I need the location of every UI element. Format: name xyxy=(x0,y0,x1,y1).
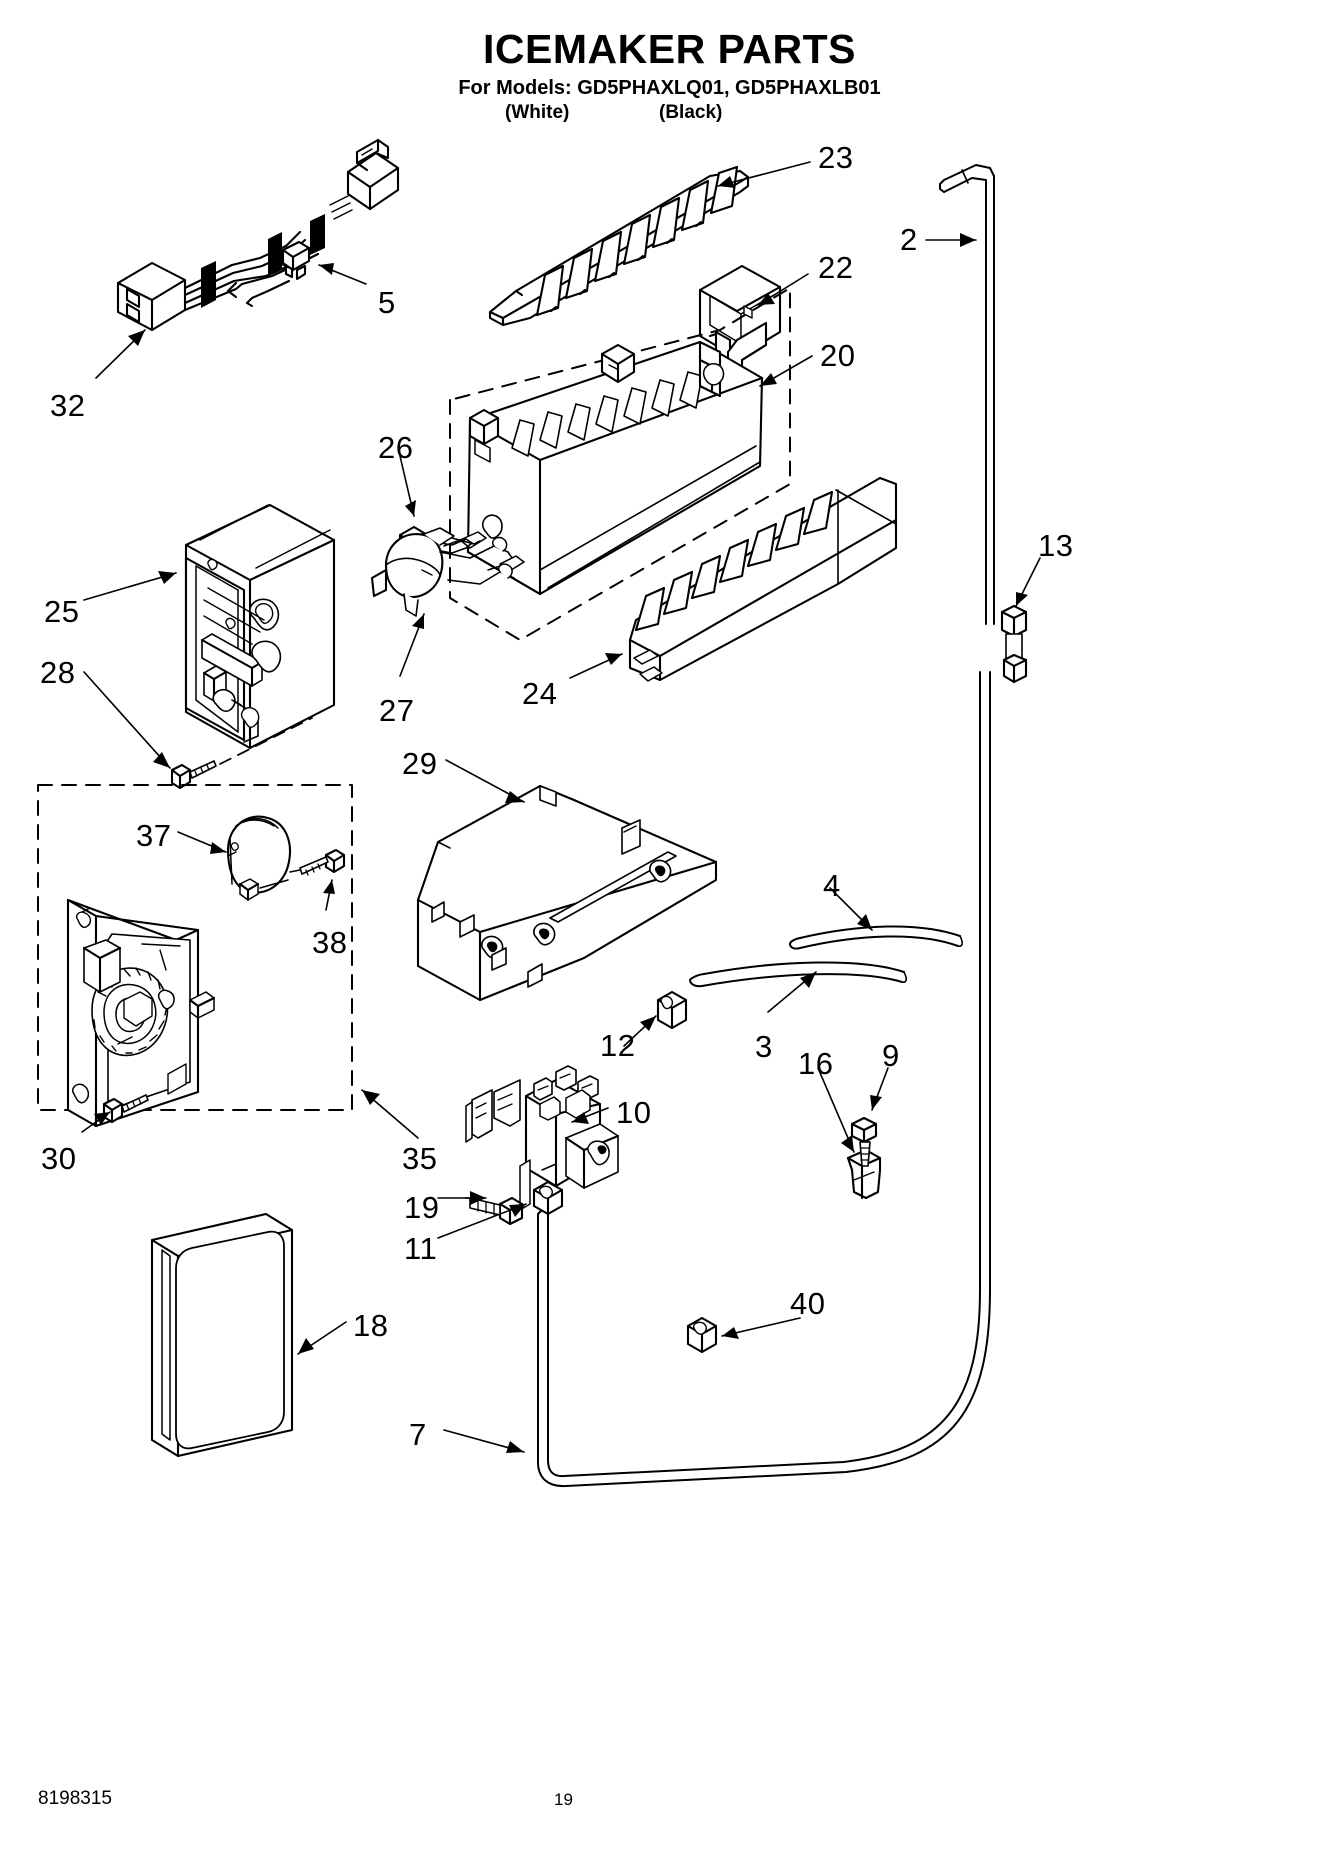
callout-38: 38 xyxy=(312,925,348,960)
page-number: 19 xyxy=(554,1790,573,1809)
part-ice-bin-18 xyxy=(150,1212,347,1458)
callout-27: 27 xyxy=(379,693,415,728)
part-hex-nut-40 xyxy=(686,1316,801,1354)
callout-3: 3 xyxy=(755,1029,773,1064)
part-coupling-13 xyxy=(1000,557,1041,684)
part-ejector-blade-23 xyxy=(488,161,811,327)
part-motor-shaft-27 xyxy=(370,527,515,677)
callout-28: 28 xyxy=(40,655,76,690)
finish-row: (White) (Black) xyxy=(0,102,1339,128)
models-label: For Models: GD5PHAXLQ01, GD5PHAXLB01 xyxy=(458,77,881,100)
callout-10: 10 xyxy=(616,1095,652,1130)
part-wire-clip-5 xyxy=(276,240,367,285)
callout-16: 16 xyxy=(798,1046,834,1081)
part-screw-38 xyxy=(289,848,346,911)
callout-23: 23 xyxy=(818,140,854,175)
callout-7: 7 xyxy=(409,1417,427,1452)
document-code: 8198315 xyxy=(38,1788,112,1809)
callout-13: 13 xyxy=(1038,528,1074,563)
callout-29: 29 xyxy=(402,746,438,781)
part-module-gear-side xyxy=(66,898,216,1133)
callout-4: 4 xyxy=(823,868,841,903)
callout-26: 26 xyxy=(378,430,414,465)
callout-35: 35 xyxy=(402,1141,438,1176)
part-fill-tube-2 xyxy=(925,164,995,625)
callout-24: 24 xyxy=(522,676,558,711)
part-mounting-plate-29 xyxy=(416,759,718,1002)
callout-11: 11 xyxy=(404,1231,438,1266)
part-compression-nut-12 xyxy=(623,990,688,1047)
part-water-valve-10 xyxy=(465,1065,620,1211)
part-tubing-4 xyxy=(789,887,963,950)
callout-40: 40 xyxy=(790,1286,826,1321)
part-module-housing-25 xyxy=(83,503,336,750)
part-nut-11 xyxy=(437,1180,564,1239)
group-box-35 xyxy=(37,784,419,1139)
callout-32: 32 xyxy=(50,388,86,423)
finish-white-label: (White) xyxy=(505,102,570,124)
part-screw-28 xyxy=(83,671,313,790)
diagram-header: ICEMAKER PARTS For Models: GD5PHAXLQ01, … xyxy=(0,26,1339,128)
part-screw-9 xyxy=(850,1067,889,1167)
callout-37: 37 xyxy=(136,818,172,853)
callout-25: 25 xyxy=(44,594,80,629)
callout-22: 22 xyxy=(818,250,854,285)
callout-12: 12 xyxy=(600,1028,636,1063)
part-stripper-24 xyxy=(569,476,898,682)
callout-2: 2 xyxy=(900,222,918,257)
callout-30: 30 xyxy=(41,1141,77,1176)
part-wiring-harness-32 xyxy=(95,138,400,379)
part-fitting-screw-19 xyxy=(437,1191,524,1226)
finish-black-label: (Black) xyxy=(659,102,723,124)
callout-19: 19 xyxy=(404,1190,440,1225)
callout-18: 18 xyxy=(353,1308,389,1343)
callout-5: 5 xyxy=(378,285,396,320)
part-fill-cup-22 xyxy=(698,264,809,380)
part-motor-37 xyxy=(177,815,291,902)
part-tubing-3 xyxy=(689,961,907,1013)
callout-20: 20 xyxy=(820,338,856,373)
page-title: ICEMAKER PARTS xyxy=(483,26,856,72)
callout-9: 9 xyxy=(882,1038,900,1073)
